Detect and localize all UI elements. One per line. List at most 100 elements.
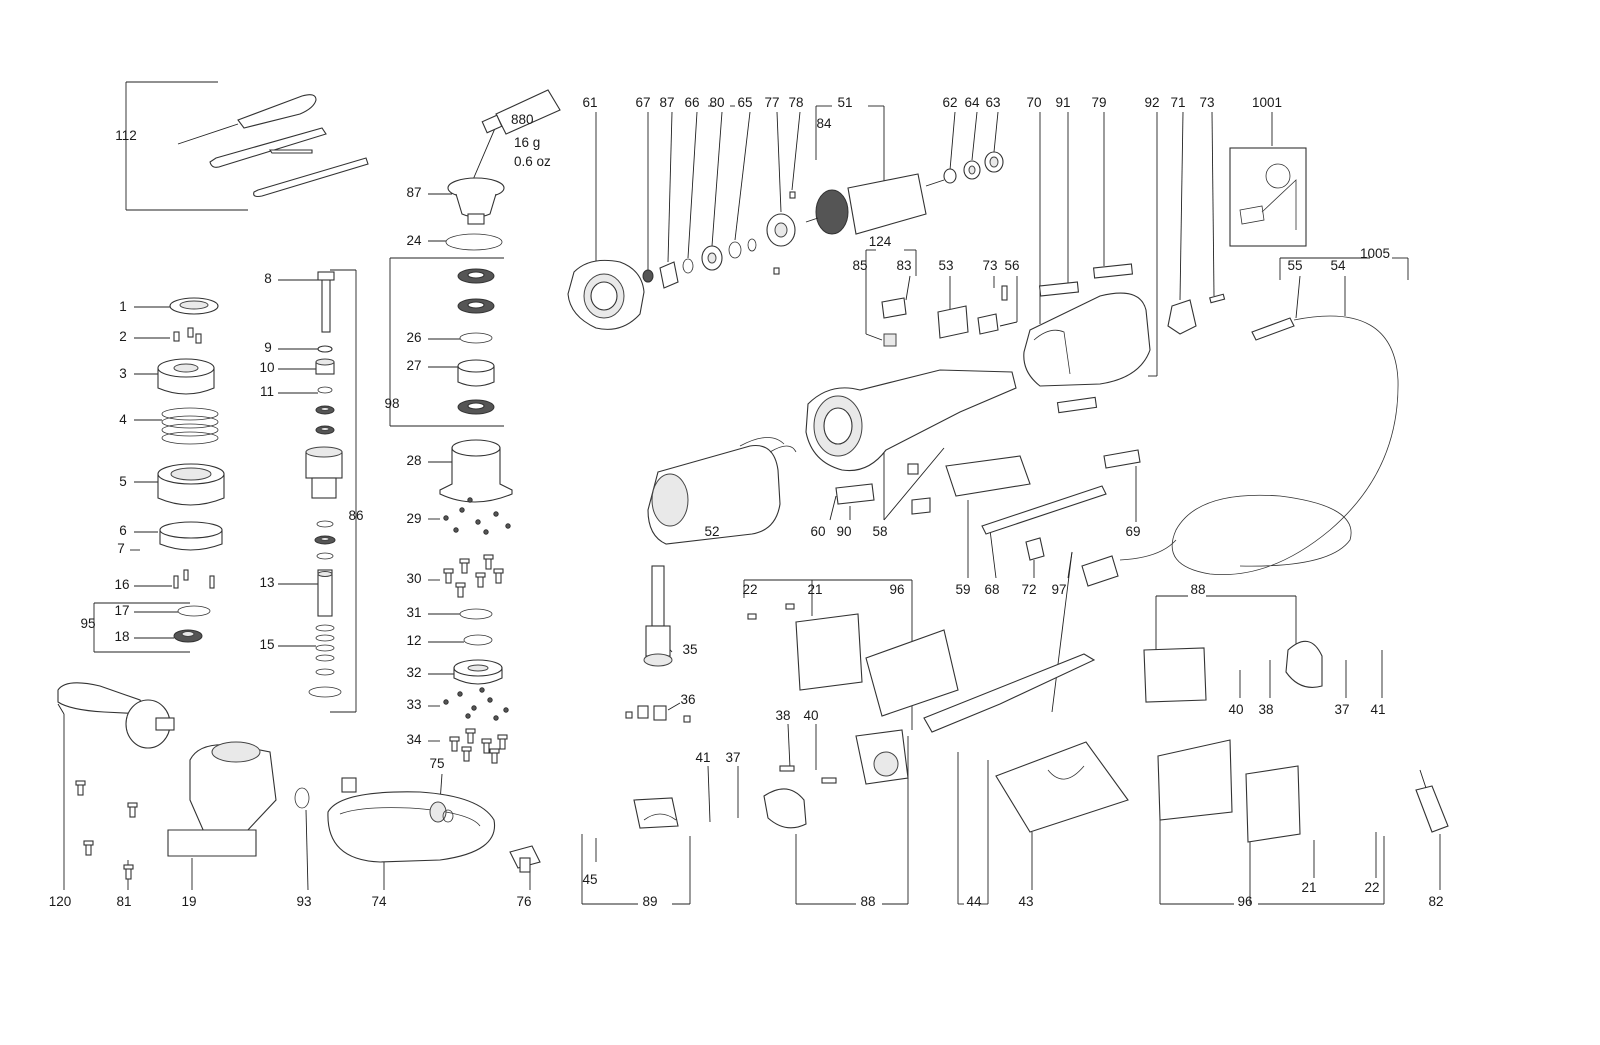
part-number-label: 61 bbox=[582, 95, 597, 110]
gear-housing-19-part bbox=[167, 741, 277, 857]
part-number-label: 76 bbox=[516, 894, 531, 909]
part-number-label: 83 bbox=[896, 258, 911, 273]
small-part-dot bbox=[505, 523, 511, 529]
part-number-label: 97 bbox=[1051, 582, 1066, 597]
screw-shape bbox=[499, 737, 506, 750]
screw-shape bbox=[85, 843, 92, 856]
bearing-cover-61-part bbox=[567, 259, 645, 330]
small-part-dot bbox=[453, 527, 459, 533]
leader-line bbox=[993, 111, 999, 153]
knob-76-part bbox=[509, 845, 541, 873]
part-number-label: 85 bbox=[852, 258, 867, 273]
screw-shape bbox=[495, 571, 502, 584]
part-number-label: 53 bbox=[938, 258, 953, 273]
part-number-label: 70 bbox=[1026, 95, 1041, 110]
callout-labels: 1121234567161718958910111315868724262798… bbox=[49, 95, 1444, 909]
part-sketches bbox=[57, 89, 1449, 880]
part-number-label: 40 bbox=[803, 708, 818, 723]
small-part-dot bbox=[459, 507, 465, 513]
part-number-label: 22 bbox=[1364, 880, 1379, 895]
leader-line bbox=[667, 111, 673, 263]
part-number-label: 26 bbox=[406, 330, 421, 345]
tube-880-part bbox=[481, 89, 561, 135]
part-number-label: 41 bbox=[1370, 702, 1385, 717]
part-number-label: 21 bbox=[807, 582, 822, 597]
part-number-label: 1005 bbox=[1360, 246, 1390, 261]
leader-line bbox=[971, 111, 978, 161]
leader-line bbox=[711, 111, 723, 247]
part-number-label: 62 bbox=[942, 95, 957, 110]
base-plate-43-part bbox=[995, 741, 1129, 833]
part-number-label: 59 bbox=[955, 582, 970, 597]
leader-line bbox=[791, 111, 801, 191]
part-number-label: 18 bbox=[114, 629, 129, 644]
part-number-label: 12 bbox=[406, 633, 421, 648]
leader-line bbox=[829, 495, 837, 521]
leader-line bbox=[989, 529, 997, 579]
part-number-label: 63 bbox=[985, 95, 1000, 110]
part-number-label: 7 bbox=[117, 541, 125, 556]
small-part-dot bbox=[457, 691, 463, 697]
screw-head-shape bbox=[461, 746, 472, 752]
screw-head-shape bbox=[489, 748, 500, 754]
screw-shape bbox=[463, 749, 470, 762]
field-52-part bbox=[647, 437, 797, 545]
part-number-label: 41 bbox=[695, 750, 710, 765]
screw-head-shape bbox=[497, 734, 508, 740]
part-number-label: 91 bbox=[1055, 95, 1070, 110]
part-number-label: 27 bbox=[406, 358, 421, 373]
part-number-label: 88 bbox=[860, 894, 875, 909]
spring-part bbox=[161, 407, 219, 445]
screw-head-shape bbox=[459, 558, 470, 564]
part-number-label: 52 bbox=[704, 524, 719, 539]
armature-parts bbox=[642, 191, 796, 289]
motor-housing-60-part bbox=[805, 369, 1017, 472]
part-number-label: 71 bbox=[1170, 95, 1185, 110]
bevel-gear-part bbox=[447, 177, 505, 225]
part-number-label: 43 bbox=[1018, 894, 1033, 909]
part-number-label: 5 bbox=[119, 474, 127, 489]
screw-73-part bbox=[1209, 293, 1226, 304]
part-number-label: 9 bbox=[264, 340, 272, 355]
part-number-label: 10 bbox=[259, 360, 274, 375]
part-number-label: 73 bbox=[1199, 95, 1214, 110]
part-number-label: 13 bbox=[259, 575, 274, 590]
shaft-35-part bbox=[643, 565, 673, 667]
plates-96-top-part bbox=[747, 603, 959, 717]
part-number-label: 19 bbox=[181, 894, 196, 909]
small-part-dot bbox=[503, 707, 509, 713]
part-number-label: 82 bbox=[1428, 894, 1443, 909]
leader-line bbox=[999, 321, 1018, 327]
brush-clip-71-part bbox=[1167, 299, 1197, 335]
small-parts-33-part bbox=[443, 687, 509, 721]
part-number-label: 98 bbox=[384, 396, 399, 411]
part-number-label: 44 bbox=[966, 894, 982, 909]
leader-line bbox=[734, 111, 751, 241]
leader-line bbox=[1295, 275, 1301, 319]
screw-shape bbox=[457, 585, 464, 598]
gear-ring-part bbox=[157, 463, 225, 506]
part-number-label: 86 bbox=[348, 508, 363, 523]
part-number-label: 45 bbox=[582, 872, 597, 887]
part-number-label: 65 bbox=[737, 95, 752, 110]
part-number-label: 81 bbox=[116, 894, 131, 909]
o-ring-part bbox=[445, 233, 503, 251]
handle-120-part bbox=[57, 682, 175, 749]
part-number-label: 2 bbox=[119, 329, 127, 344]
bearing-part bbox=[173, 629, 203, 643]
screws-81-part bbox=[75, 780, 138, 880]
screw-head-shape bbox=[123, 864, 134, 870]
screw-shape bbox=[477, 575, 484, 588]
part-number-label: 8 bbox=[264, 271, 272, 286]
part-number-label: 15 bbox=[259, 637, 274, 652]
small-part-dot bbox=[465, 713, 471, 719]
part-number-label: 37 bbox=[1334, 702, 1349, 717]
part-number-label: 54 bbox=[1330, 258, 1346, 273]
part-number-label: 58 bbox=[872, 524, 887, 539]
switch-parts bbox=[835, 449, 1141, 561]
part-number-label: 74 bbox=[371, 894, 387, 909]
gear-housing-28-part bbox=[439, 439, 513, 503]
part-number-label: 75 bbox=[429, 756, 444, 771]
part-number-label: 120 bbox=[49, 894, 72, 909]
part-number-label: 28 bbox=[406, 453, 421, 468]
